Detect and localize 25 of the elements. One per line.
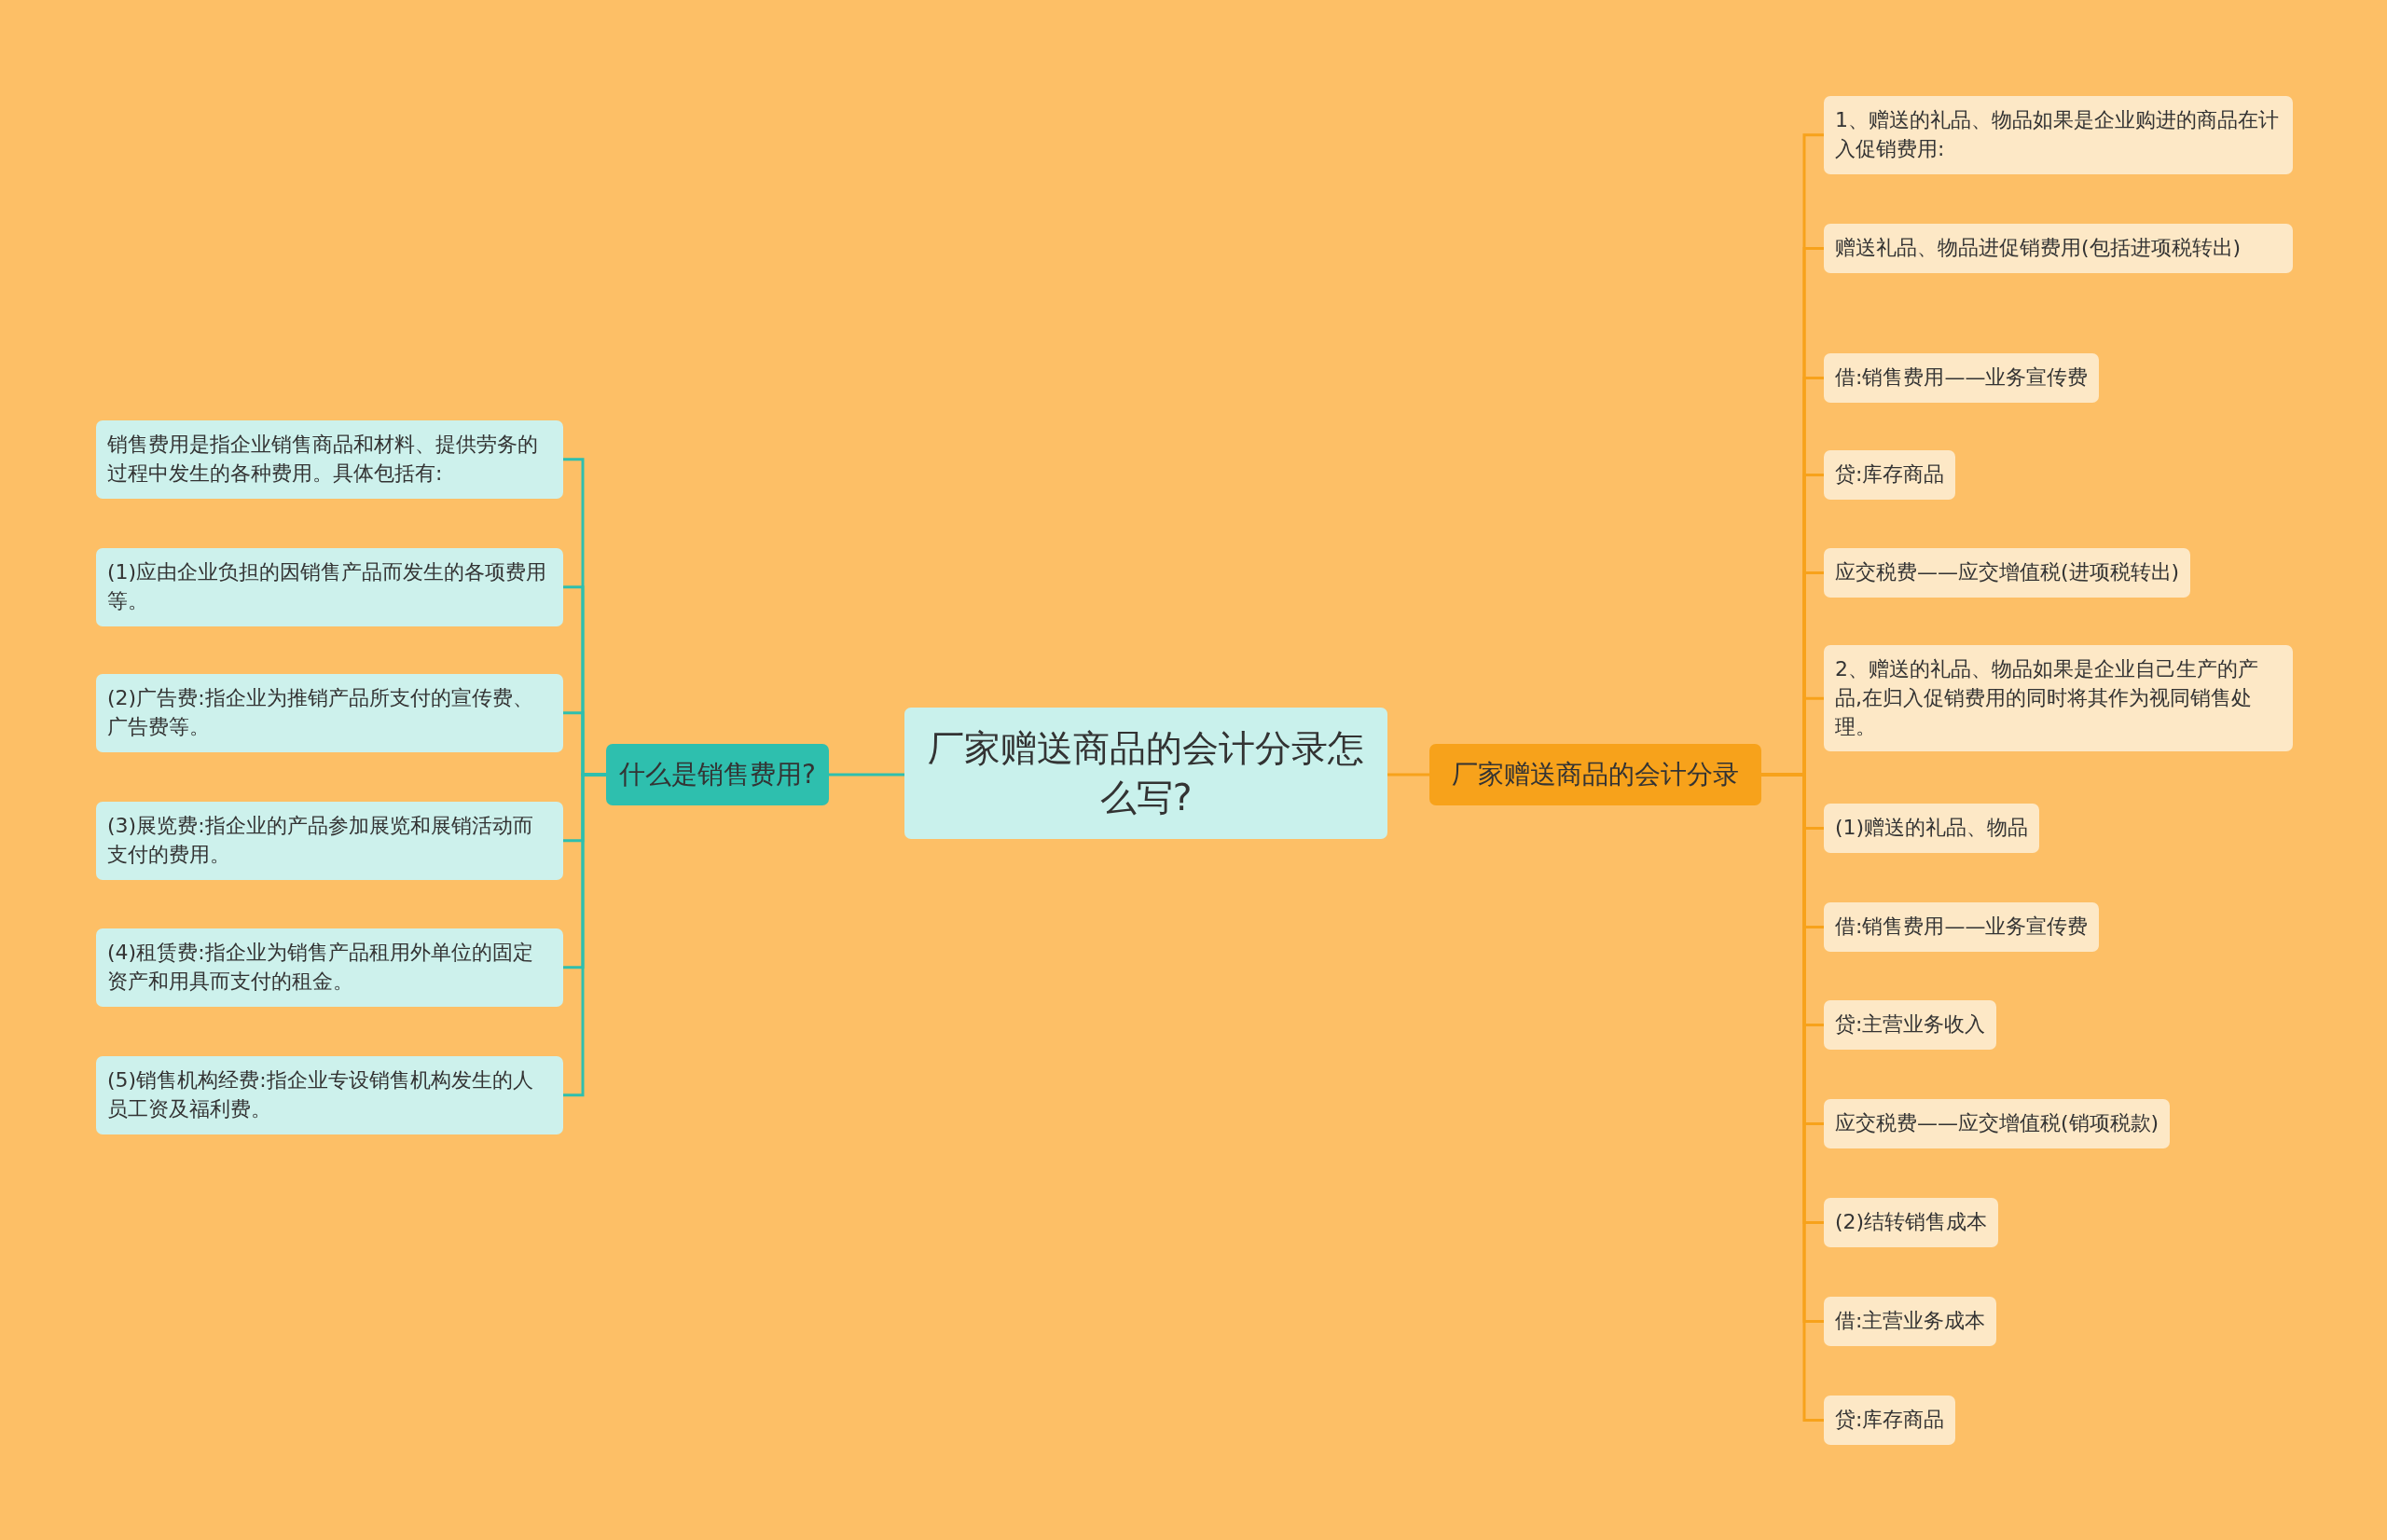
note-box: 1、赠送的礼品、物品如果是企业购进的商品在计入促销费用: bbox=[1824, 96, 2293, 174]
note-box: (3)展览费:指企业的产品参加展览和展销活动而支付的费用。 bbox=[96, 802, 563, 880]
note-box: (4)租赁费:指企业为销售产品租用外单位的固定资产和用具而支付的租金。 bbox=[96, 928, 563, 1007]
branch-box: 什么是销售费用? bbox=[606, 744, 829, 805]
note-box: (1)应由企业负担的因销售产品而发生的各项费用等。 bbox=[96, 548, 563, 626]
note-box: 2、赠送的礼品、物品如果是企业自己生产的产品,在归入促销费用的同时将其作为视同销售处理。 bbox=[1824, 645, 2293, 752]
branch-box: 厂家赠送商品的会计分录 bbox=[1429, 744, 1761, 805]
note-box: 贷:库存商品 bbox=[1824, 450, 1956, 500]
note-box: 贷:库存商品 bbox=[1824, 1396, 1956, 1445]
note-box: (5)销售机构经费:指企业专设销售机构发生的人员工资及福利费。 bbox=[96, 1056, 563, 1134]
note-box: 借:销售费用——业务宣传费 bbox=[1824, 902, 2100, 952]
connector-line bbox=[1387, 773, 1429, 777]
note-box: (1)赠送的礼品、物品 bbox=[1824, 804, 2040, 853]
note-box: 销售费用是指企业销售商品和材料、提供劳务的过程中发生的各种费用。具体包括有: bbox=[96, 420, 563, 499]
note-box: (2)广告费:指企业为推销产品所支付的宣传费、广告费等。 bbox=[96, 674, 563, 752]
note-box: 借:销售费用——业务宣传费 bbox=[1824, 353, 2100, 403]
note-box: 借:主营业务成本 bbox=[1824, 1297, 1997, 1346]
connector-line bbox=[563, 773, 606, 1097]
topic-box: 厂家赠送商品的会计分录怎么写? bbox=[904, 708, 1387, 840]
note-box: 应交税费——应交增值税(进项税转出) bbox=[1824, 548, 2191, 598]
note-box: 赠送礼品、物品进促销费用(包括进项税转出) bbox=[1824, 224, 2293, 273]
note-box: 贷:主营业务收入 bbox=[1824, 1000, 1997, 1050]
connector-line bbox=[828, 773, 904, 777]
note-box: 应交税费——应交增值税(销项税款) bbox=[1824, 1099, 2171, 1148]
note-box: (2)结转销售成本 bbox=[1824, 1198, 1999, 1247]
